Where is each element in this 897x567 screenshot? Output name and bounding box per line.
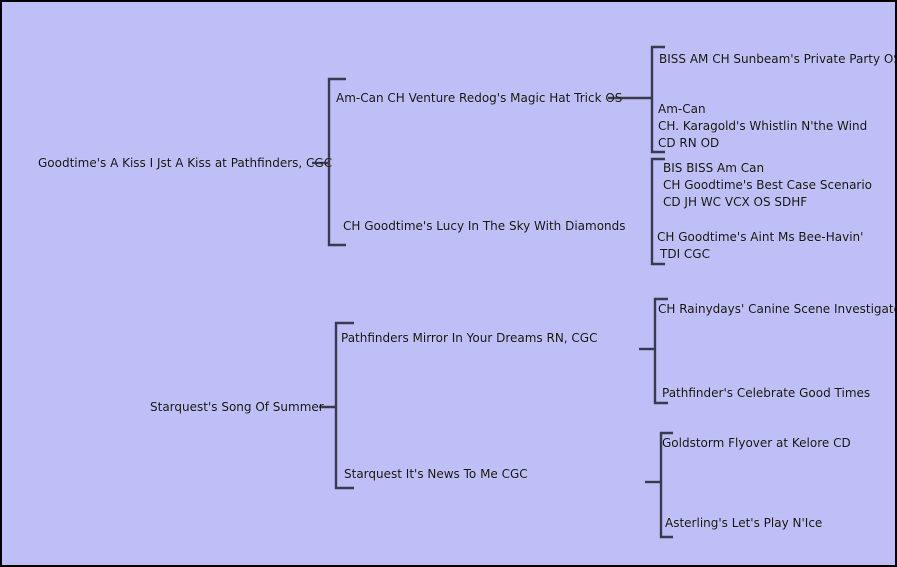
grand-dam-line: TDI CGC <box>660 247 710 261</box>
grand-dam-line: CH. Karagold's Whistlin N'the Wind <box>658 119 868 133</box>
grand-sire-line: CH Goodtime's Best Case Scenario <box>663 178 873 192</box>
dam-name: Starquest It's News To Me CGC <box>344 467 528 481</box>
grand-dam-block: Am-Can CH. Karagold's Whistlin N'the Win… <box>658 101 867 152</box>
grand-sire-line: Goldstorm Flyover at Kelore CD <box>662 436 851 450</box>
bracket-dog1-sire-parents <box>650 45 665 154</box>
sire-name: Pathfinders Mirror In Your Dreams RN, CG… <box>341 331 598 345</box>
grand-dam-line: Pathfinder's Celebrate Good Times <box>662 386 871 400</box>
grand-sire-line: CH Rainydays' Canine Scene Investigator <box>658 302 897 316</box>
grand-sire-block: Goldstorm Flyover at Kelore CD <box>662 435 851 452</box>
grand-sire-block: BIS BISS Am Can CH Goodtime's Best Case … <box>663 160 872 211</box>
bracket-dog1-parents <box>327 77 346 247</box>
grand-dam-block: Asterling's Let's Play N'Ice <box>665 515 822 532</box>
dam-name: CH Goodtime's Lucy In The Sky With Diamo… <box>343 219 626 233</box>
dog-name: Goodtime's A Kiss I Jst A Kiss at Pathfi… <box>38 156 333 170</box>
bracket-dog2-parents <box>334 321 354 490</box>
grand-dam-line: CD RN OD <box>658 136 720 150</box>
grand-sire-line: BISS AM CH Sunbeam's Private Party OS <box>659 52 897 66</box>
grand-sire-block: CH Rainydays' Canine Scene Investigator <box>658 301 897 318</box>
bracket-dog2-dam-parents <box>659 431 673 539</box>
bracket-dog2-sire-parents <box>653 297 668 405</box>
grand-sire-block: BISS AM CH Sunbeam's Private Party OS <box>659 51 897 68</box>
grand-sire-line: BIS BISS Am Can <box>663 161 765 175</box>
grand-dam-block: CH Goodtime's Aint Ms Bee-Havin' TDI CGC <box>657 229 863 263</box>
dog-name: Starquest's Song Of Summer <box>150 400 324 414</box>
sire-name: Am-Can CH Venture Redog's Magic Hat Tric… <box>336 91 623 105</box>
grand-dam-line: Asterling's Let's Play N'Ice <box>665 516 823 530</box>
grand-sire-line: CD JH WC VCX OS SDHF <box>663 195 808 209</box>
bracket-dog1-dam-parents <box>650 157 665 266</box>
grand-dam-line: CH Goodtime's Aint Ms Bee-Havin' <box>657 230 864 244</box>
grand-dam-line: Am-Can <box>658 102 706 116</box>
grand-dam-block: Pathfinder's Celebrate Good Times <box>662 385 870 402</box>
